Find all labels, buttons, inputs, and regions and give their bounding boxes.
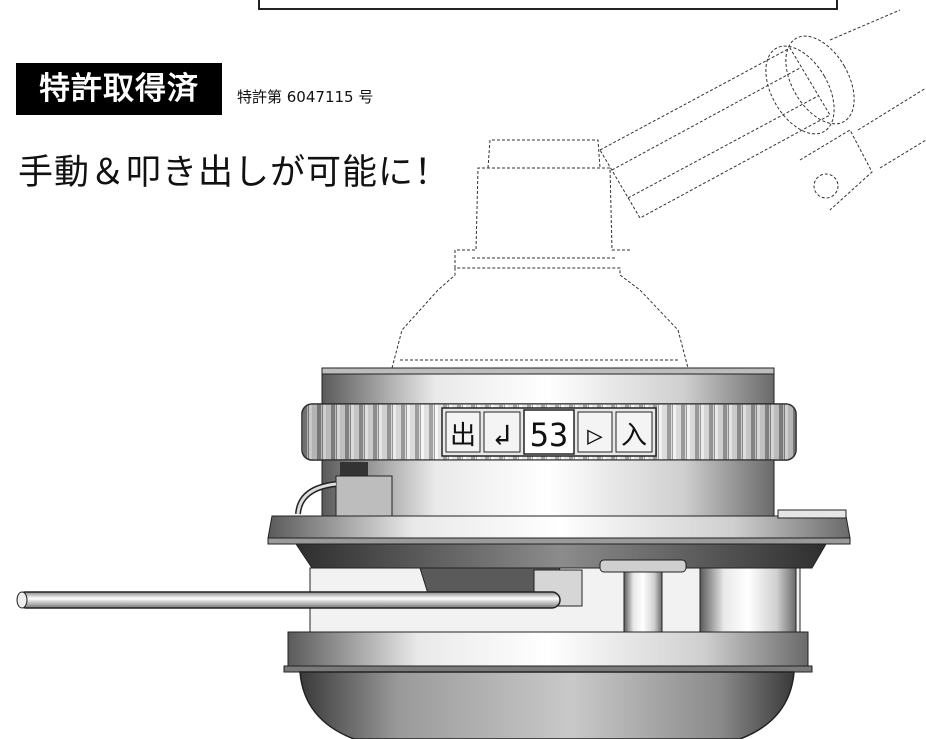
main-body xyxy=(295,459,775,517)
cap-cylinder xyxy=(321,367,775,405)
dial-arrow-right-icon: ▷ xyxy=(587,421,603,451)
lower-flange xyxy=(283,631,813,673)
top-frame-border xyxy=(258,0,838,10)
bowl-base xyxy=(299,671,795,739)
dial-in-label: 入 xyxy=(621,421,647,451)
headline-text: 手動＆叩き出しが可能に！ xyxy=(18,153,451,193)
patent-obtained-badge: 特許取得済 xyxy=(16,63,222,115)
dial-arrow-left-icon: ↲ xyxy=(493,418,511,453)
ejector-rod xyxy=(16,591,561,609)
dial-out-label: 出 xyxy=(450,421,476,451)
patent-number-text: 特許第 6047115 号 xyxy=(237,88,374,106)
upper-flange xyxy=(267,509,851,569)
dial-window xyxy=(441,407,657,457)
dial-number: 53 xyxy=(530,416,569,454)
hand-tool-outline xyxy=(391,9,926,369)
